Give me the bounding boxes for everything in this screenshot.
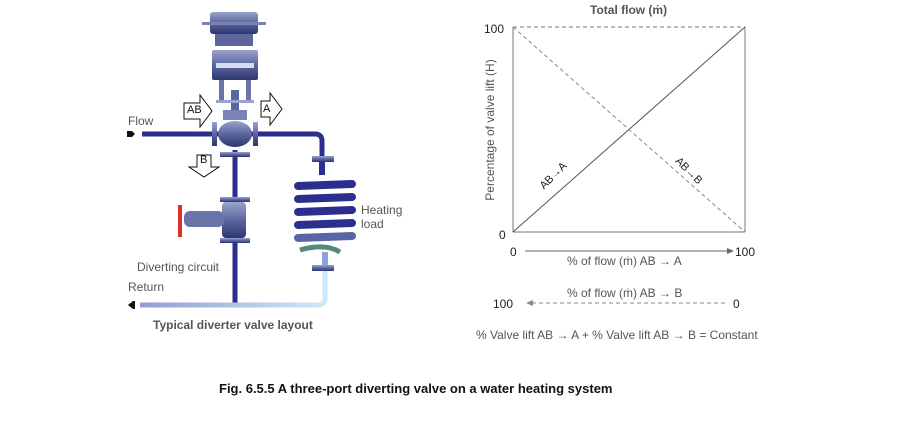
return-pipe [140,268,328,308]
port-ab-arrow-icon [183,93,213,129]
y-tick-100: 100 [484,22,505,36]
diagram-caption: Typical diverter valve layout [153,318,313,332]
port-a-arrow-icon [260,91,283,127]
x-axis-ab-b-arrowhead-icon [526,300,533,306]
lift-flow-chart [512,26,746,306]
chart-title: Total flow (ṁ) [590,3,668,17]
balancing-valve [178,197,250,243]
series-line-ab-b [512,26,746,233]
port-b-label: B [200,154,208,166]
heating-load-coil [294,156,356,271]
port-a-label: A [263,103,271,115]
x-axis-ab-a-end: 100 [735,245,756,259]
three-port-valve [212,110,258,157]
diverting-circuit-label: Diverting circuit [137,260,220,274]
return-outlet-arrow-icon [128,301,135,309]
heating-load-label-line1: Heating [361,203,403,217]
constant-equation: % Valve lift AB → A + % Valve lift AB → … [476,328,758,342]
y-axis-label: Percentage of valve lift (H) [483,59,497,201]
x-axis-ab-b-start: 100 [493,297,514,311]
handwheel-icon [178,205,182,237]
x-axis-ab-a-label: % of flow (ṁ) AB → A [567,254,682,268]
port-b-arrow-icon [187,154,221,178]
x-axis-ab-b-end: 0 [733,297,740,311]
y-tick-0: 0 [499,228,506,242]
x-axis-ab-b-label: % of flow (ṁ) AB → B [567,286,683,300]
flow-label: Flow [128,114,154,128]
return-label: Return [128,280,165,294]
flow-pipe [142,131,325,160]
figure-caption: Fig. 6.5.5 A three-port diverting valve … [219,381,613,396]
flow-inlet-arrow-icon [127,131,135,137]
x-axis-ab-a-start: 0 [510,245,517,259]
x-axis-ab-a-arrowhead-icon [727,248,734,254]
heating-load-label-line2: load [361,217,384,231]
valve-actuator [202,12,266,110]
port-ab-label: AB [187,104,202,116]
